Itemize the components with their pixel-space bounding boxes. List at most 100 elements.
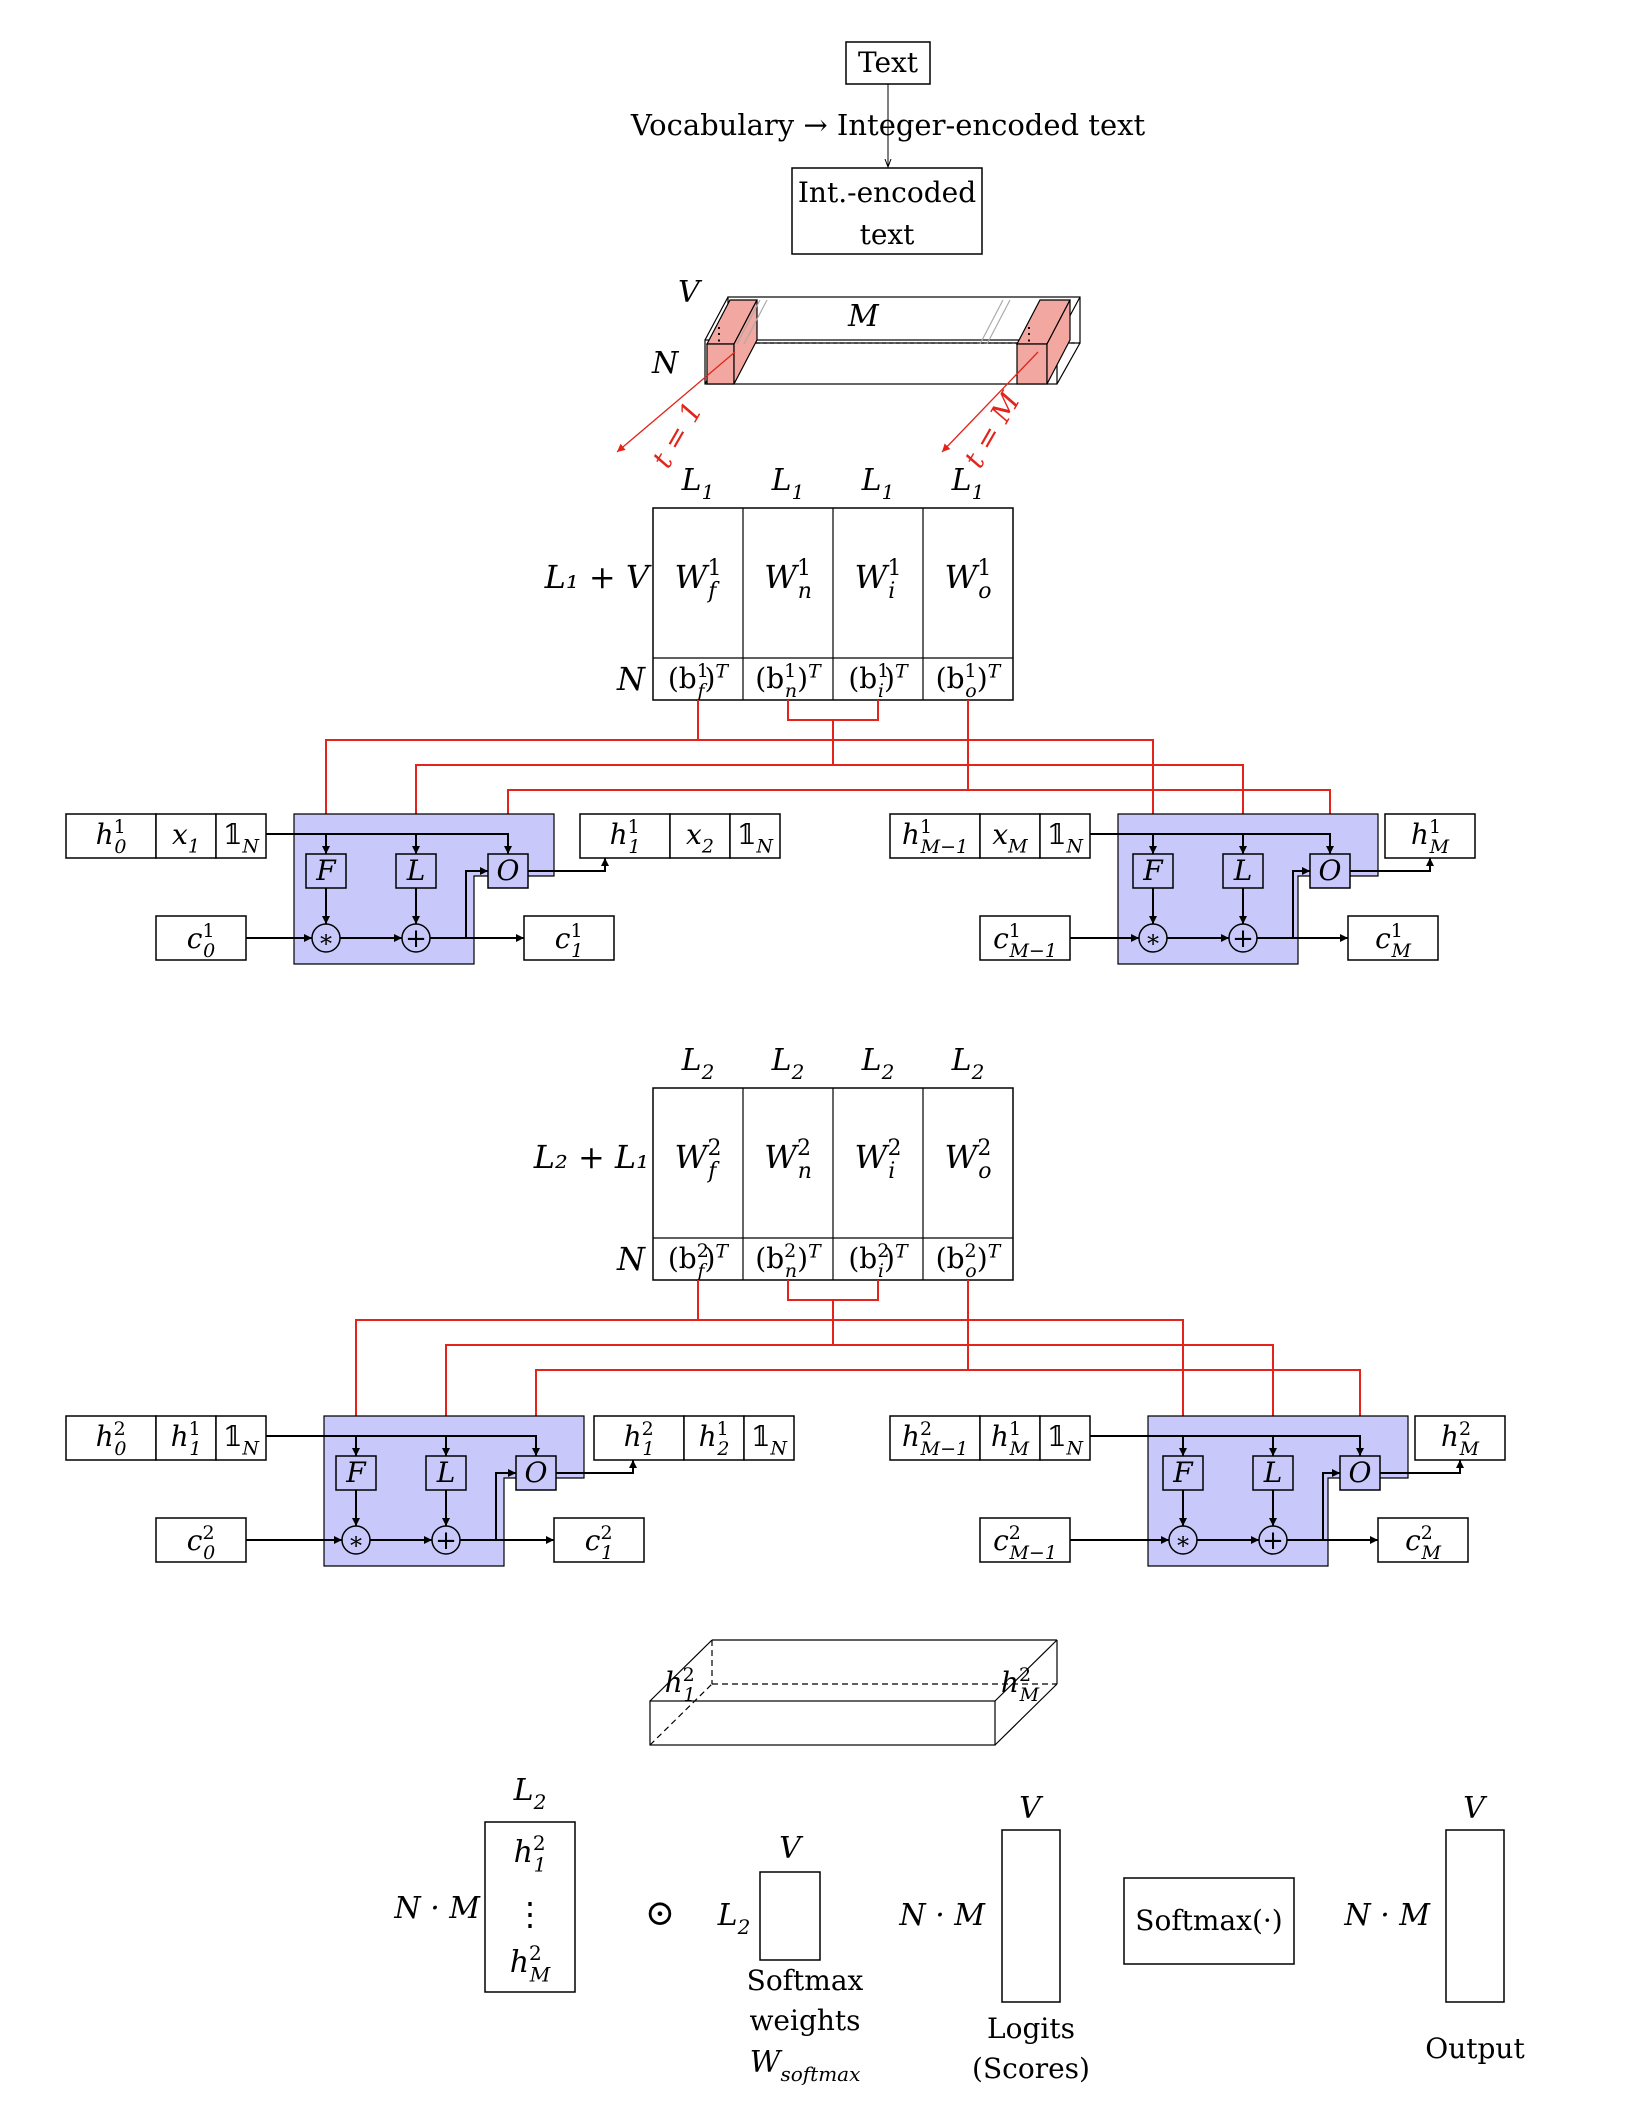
gate-F-left [335, 1455, 377, 1491]
col-label-4: L2 [951, 1043, 985, 1084]
w-col-label: V [779, 1831, 804, 1866]
cell-to-o-left [495, 1469, 516, 1540]
h-row-label: N · M [393, 1891, 481, 1926]
gate-L-left [425, 1455, 467, 1491]
logits-row-label: N · M [898, 1898, 986, 1933]
red-wire-l-left [442, 1300, 834, 1456]
output-box-right [1384, 813, 1476, 859]
input-wire-left [266, 833, 512, 854]
output-box-2 [683, 1415, 745, 1461]
c-out-box-left [523, 915, 615, 961]
output-box-2 [669, 813, 731, 859]
input-box-left-2 [155, 1415, 217, 1461]
gate-L-label-right: L [1263, 1456, 1283, 1489]
add-op-label-left: + [405, 924, 427, 954]
gate-F-label-left: F [315, 854, 337, 887]
text-box-label: Text [858, 46, 919, 79]
output-box-3 [729, 813, 781, 859]
t-last-arrow [941, 351, 1039, 453]
gate-L-label-left: L [436, 1456, 456, 1489]
gate-O-right [1339, 1455, 1381, 1491]
gate-F-label-right: F [1142, 854, 1164, 887]
cell-to-o-left [465, 867, 488, 938]
input-tensor [704, 296, 1081, 385]
input-box-right-2 [979, 1415, 1041, 1461]
lstm-cell-right [1117, 813, 1379, 965]
input-box-left-3 [215, 1415, 267, 1461]
mul-op-label-left: ∗ [318, 925, 334, 953]
row-label-weights: L₂ + L₁ [533, 1138, 649, 1176]
c-in-box-left [155, 1517, 247, 1563]
gate-O-label-left: O [497, 854, 520, 887]
odot-operator: ⊙ [645, 1893, 675, 1934]
gate-F-label-right: F [1172, 1456, 1194, 1489]
t-first-label: t = 1 [645, 396, 709, 473]
row-label-bias: N [616, 660, 646, 698]
gate-L-right [1222, 853, 1264, 889]
gate-O-label-right: O [1349, 1456, 1372, 1489]
out-col-label: V [1463, 1791, 1488, 1826]
w-row-label: L2 [717, 1898, 751, 1939]
gate-O-left [487, 853, 529, 889]
cell-to-o-right [1322, 1469, 1340, 1540]
lstm-cell-right [1147, 1415, 1409, 1567]
h-dots: ⋮ [514, 1895, 546, 1933]
logits-col-label: V [1019, 1791, 1044, 1826]
input-box-right-2 [979, 813, 1041, 859]
t-last-label: t = M [957, 386, 1027, 474]
gate-L-label-right: L [1233, 854, 1253, 887]
col-label-2: L1 [771, 463, 805, 504]
col-label-4: L1 [951, 463, 985, 504]
input-box-right-1 [889, 813, 981, 859]
row-label-bias: N [616, 1240, 646, 1278]
output-box-1 [579, 813, 671, 859]
input-box-right-1 [889, 1415, 981, 1461]
cell-to-o-right [1292, 867, 1310, 938]
c-out-box-right [1377, 1517, 1469, 1563]
mul-op-label-left: ∗ [348, 1527, 364, 1555]
tensor-M-label: M [847, 299, 880, 334]
t-first-arrow [616, 351, 736, 453]
tensor-N-label: N [651, 346, 680, 381]
logits-matrix [1001, 1829, 1061, 2003]
gate-O-label-left: O [525, 1456, 548, 1489]
red-wire-ni-merge [787, 700, 879, 721]
col-label-1: L2 [681, 1043, 715, 1084]
o-to-h-right [1350, 858, 1434, 872]
softmax-box [1123, 1877, 1295, 1965]
add-op-label-right: + [1262, 1526, 1284, 1556]
gate-F-left [305, 853, 347, 889]
gate-O-left [515, 1455, 557, 1491]
input-label-right-3: 𝟙N [1047, 818, 1084, 857]
softmax-box-label: Softmax(·) [1135, 1904, 1282, 1937]
col-label-1: L1 [681, 463, 715, 504]
red-wire-o-left [532, 1280, 969, 1456]
logits-caption-2: (Scores) [972, 2052, 1090, 2085]
softmax-weights-matrix [759, 1871, 821, 1961]
c-in-box-left [155, 915, 247, 961]
